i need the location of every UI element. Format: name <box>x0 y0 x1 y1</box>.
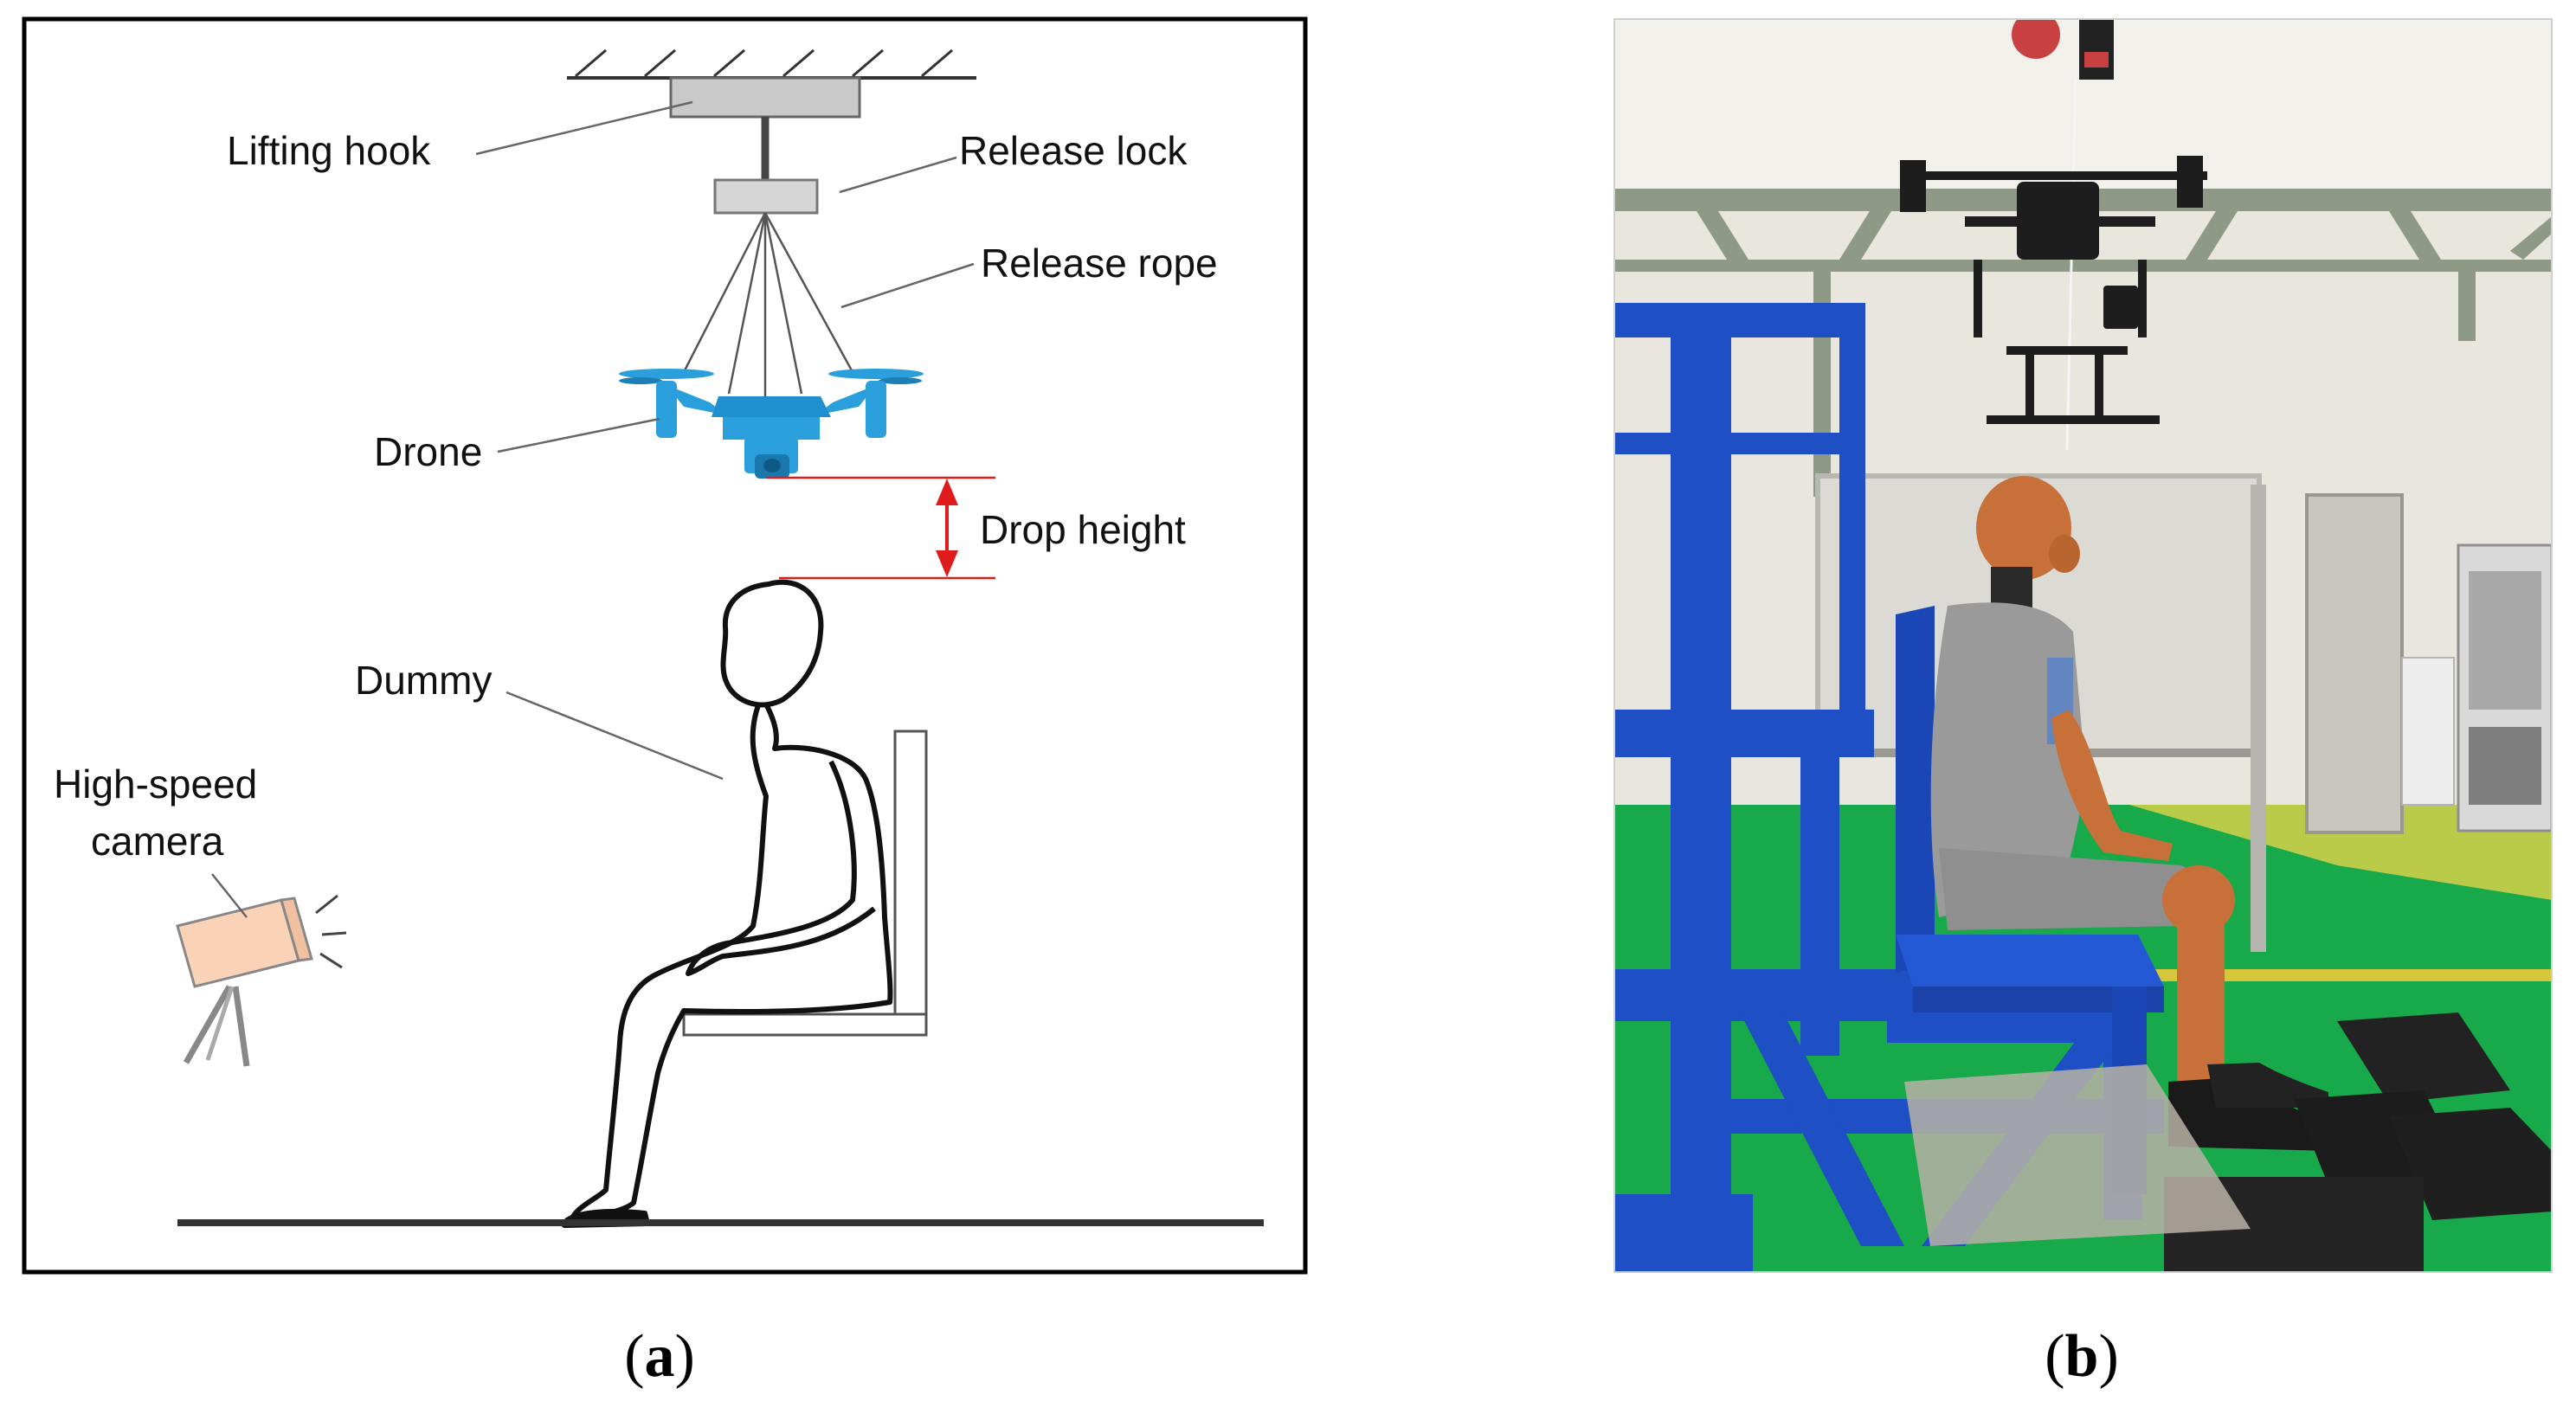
lifting-hook-block <box>669 76 861 119</box>
release-lock-block <box>713 178 819 215</box>
panel-b-photo <box>1613 18 2553 1273</box>
caption-a: (a) <box>624 1323 695 1390</box>
caption-b: (b) <box>2045 1323 2119 1390</box>
photo-air-conditioner <box>2457 543 2552 832</box>
photo-dummy <box>1930 476 2328 1151</box>
label-camera-line2: camera <box>91 819 224 864</box>
panel-a-frame <box>22 16 1308 1275</box>
label-release-rope: Release rope <box>981 241 1218 286</box>
photo-drone <box>1900 156 2207 424</box>
photo-cabinet <box>2305 493 2404 834</box>
release-rope-lines <box>682 212 854 405</box>
drone-illustration <box>619 369 924 479</box>
photo-floor-mats <box>1904 1012 2552 1272</box>
label-release-lock: Release lock <box>959 128 1188 173</box>
leader-lines <box>211 100 975 918</box>
camera-illustration <box>176 894 347 1067</box>
photo-winch <box>2012 19 2114 451</box>
label-dummy: Dummy <box>355 658 492 703</box>
panel-b-border <box>1613 18 2553 1273</box>
drop-height-indicator <box>766 476 995 580</box>
photo-radiator <box>2401 657 2455 806</box>
label-lifting-hook: Lifting hook <box>227 128 431 173</box>
label-drone: Drone <box>374 429 482 474</box>
panel-a-schematic: Lifting hook Release lock Release rope D… <box>22 16 1308 1275</box>
seat <box>682 729 928 1037</box>
dummy-silhouette <box>562 579 893 1228</box>
label-camera-line1: High-speed <box>54 762 257 807</box>
label-drop-height: Drop height <box>980 507 1186 552</box>
